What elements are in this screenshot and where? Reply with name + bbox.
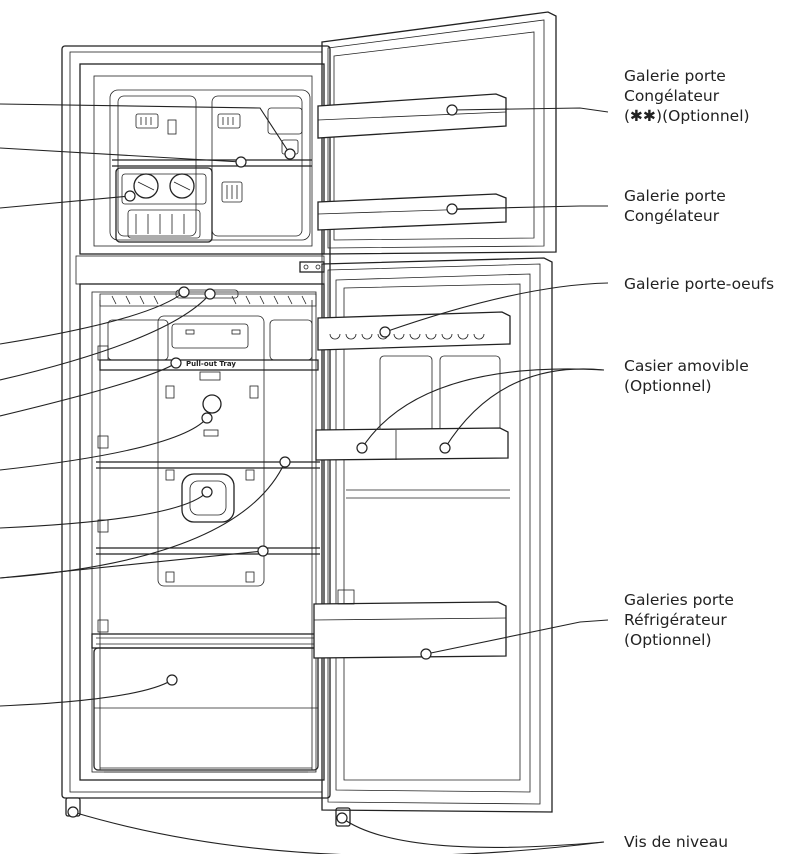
label-leveling-screw: Vis de niveau (624, 832, 728, 852)
label-freezer-door-shelf-optional: Galerie porte Congélateur (✱✱)(Optionnel… (624, 66, 750, 126)
label-line: Congélateur (624, 207, 720, 225)
label-line: (Optionnel) (624, 377, 712, 395)
label-line: Congélateur (624, 87, 720, 105)
refrigerator-cabinet (61, 45, 351, 827)
label-line: Galerie porte (624, 187, 726, 205)
left-leader-lines (0, 103, 291, 707)
pull-out-tray-text: Pull-out Tray (186, 360, 236, 368)
label-fridge-door-shelves: Galeries porte Réfrigérateur (Optionnel) (624, 590, 734, 650)
freezer-door (299, 11, 557, 273)
label-egg-shelf: Galerie porte-oeufs (624, 274, 774, 294)
label-line: Galerie porte (624, 67, 726, 85)
right-callout-dots (67, 104, 458, 824)
label-line: Casier amovible (624, 357, 749, 375)
label-line: Réfrigérateur (624, 611, 727, 629)
label-line: (Optionnel) (624, 631, 712, 649)
label-line: Galeries porte (624, 591, 734, 609)
label-freezer-door-shelf: Galerie porte Congélateur (624, 186, 726, 226)
fridge-compartment (79, 283, 325, 781)
fridge-door (313, 257, 553, 813)
label-line: Vis de niveau (624, 833, 729, 851)
label-line: (✱✱)(Optionnel) (624, 107, 750, 125)
left-callout-dots (124, 148, 296, 686)
label-line: Galerie porte-oeufs (624, 275, 775, 293)
label-removable-bin: Casier amovible (Optionnel) (624, 356, 749, 396)
freezer-compartment (79, 63, 325, 255)
